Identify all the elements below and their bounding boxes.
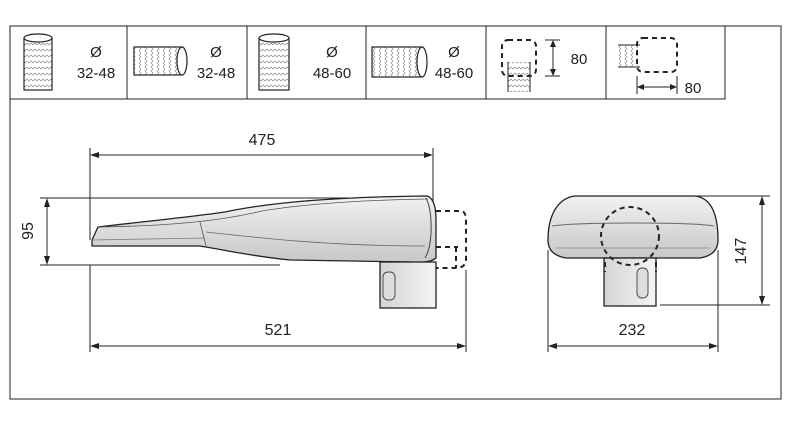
mount-cell-2: Ø 32-48 xyxy=(133,44,235,82)
mount-cell-1: Ø 32-48 xyxy=(23,33,115,91)
dimension-end-width: 232 xyxy=(547,250,719,352)
dim-label-147: 147 xyxy=(733,238,750,265)
mount-range: 32-48 xyxy=(77,65,115,82)
mount-cell-5: 80 xyxy=(501,39,588,92)
horizontal-pole-icon xyxy=(133,46,188,76)
mounting-table: Ø 32-48 Ø 32-48 Ø 48-60 xyxy=(9,25,726,100)
mount-range: 48-60 xyxy=(313,65,351,82)
end-view: 147 232 xyxy=(547,195,770,352)
vertical-pole-icon xyxy=(23,33,53,91)
mount-cell-3: Ø 48-60 xyxy=(258,33,351,91)
dim-label-95: 95 xyxy=(20,222,37,240)
insertion-depth: 80 xyxy=(571,51,588,68)
dim-label-475: 475 xyxy=(249,132,276,149)
side-view: 475 95 xyxy=(20,132,467,352)
mount-symbol: Ø xyxy=(448,44,460,61)
horizontal-pole-icon xyxy=(371,46,428,78)
mount-cell-4: Ø 48-60 xyxy=(371,44,473,82)
insertion-depth: 80 xyxy=(685,80,702,97)
dim-label-521: 521 xyxy=(265,322,292,339)
dim-label-232: 232 xyxy=(619,322,646,339)
horizontal-insertion-icon xyxy=(618,37,678,94)
dimension-height: 95 xyxy=(20,197,348,266)
dimension-top-length: 475 xyxy=(89,132,434,240)
mount-range: 32-48 xyxy=(197,65,235,82)
mount-symbol: Ø xyxy=(326,44,338,61)
vertical-pole-icon xyxy=(258,33,290,91)
vertical-insertion-icon xyxy=(501,39,560,92)
dimension-end-height: 147 xyxy=(660,195,770,306)
mount-range: 48-60 xyxy=(435,65,473,82)
luminaire-body-side xyxy=(91,195,467,309)
mount-symbol: Ø xyxy=(90,44,102,61)
luminaire-body-end xyxy=(547,195,719,307)
dimension-total-length: 521 xyxy=(89,265,467,352)
mount-symbol: Ø xyxy=(210,44,222,61)
mount-cell-6: 80 xyxy=(618,37,702,97)
